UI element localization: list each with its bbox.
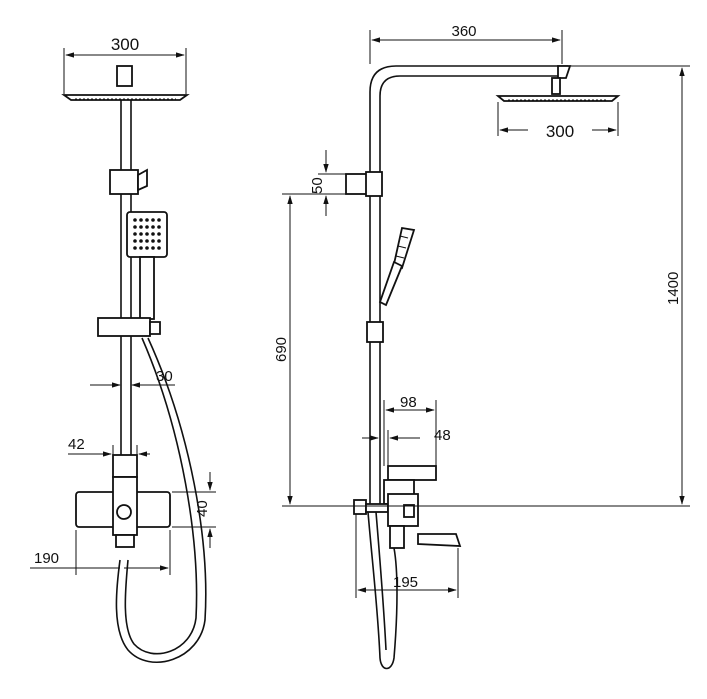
front-rail — [120, 100, 132, 475]
nozzle-dot — [145, 225, 149, 229]
side-dim-head-width: 300 — [497, 102, 619, 141]
dim-side-valve-offset: 48 — [434, 427, 451, 444]
front-dim-mixer-height: 40 — [172, 472, 216, 548]
dim-side-arm: 360 — [451, 23, 476, 40]
dim-side-head-width: 300 — [546, 122, 574, 141]
nozzle-dot — [151, 246, 155, 250]
nozzle-dot — [145, 246, 149, 250]
nozzle-dot — [139, 218, 143, 222]
nozzle-dot — [139, 239, 143, 243]
nozzle-dot — [139, 246, 143, 250]
side-slider — [366, 321, 384, 343]
front-dim-mixer-depth: 42 — [68, 436, 150, 457]
side-dim-spout: 195 — [355, 514, 459, 598]
nozzle-dot — [139, 225, 143, 229]
front-dim-bar: 30 — [90, 368, 175, 388]
nozzle-dot — [139, 232, 143, 236]
dim-front-bar-width: 30 — [156, 368, 173, 385]
side-rain-head — [495, 77, 621, 102]
nozzle-dot — [145, 239, 149, 243]
front-hose — [115, 337, 207, 664]
dim-side-spout: 195 — [393, 574, 418, 591]
side-dim-arm: 360 — [369, 23, 563, 64]
front-view: 300 30 42 40 1 — [30, 35, 216, 664]
nozzle-dot — [157, 225, 161, 229]
nozzle-dot — [157, 218, 161, 222]
front-hand-holder — [97, 317, 161, 337]
nozzle-dot — [133, 225, 137, 229]
nozzle-dot — [145, 218, 149, 222]
side-mixer — [353, 465, 462, 549]
front-rain-head — [61, 65, 190, 101]
front-hand-shower — [126, 211, 168, 320]
side-rail-arm — [369, 65, 572, 505]
nozzle-dot — [151, 225, 155, 229]
dim-side-mixer-height: 690 — [273, 337, 290, 362]
nozzle-dot — [133, 232, 137, 236]
front-dim-head-width: 300 — [63, 35, 187, 94]
nozzle-dot — [133, 218, 137, 222]
side-dim-bracket: 50 — [309, 150, 346, 216]
front-dim-spout: 190 — [30, 530, 171, 575]
nozzle-dot — [157, 246, 161, 250]
side-wall-bracket — [345, 171, 383, 197]
side-view: 360 300 50 690 1400 — [273, 23, 690, 670]
side-dim-valve-offset: 48 — [362, 427, 451, 466]
side-hand-shower — [378, 226, 416, 307]
nozzle-dot — [157, 239, 161, 243]
nozzle-dot — [151, 218, 155, 222]
side-dim-total-height: 1400 — [570, 65, 690, 505]
dim-front-mixer-height: 40 — [194, 500, 211, 517]
dim-front-spout: 190 — [34, 550, 59, 567]
dim-side-total-height: 1400 — [665, 272, 682, 305]
front-upper-clamp — [109, 168, 148, 195]
dim-front-mixer-depth: 42 — [68, 436, 85, 453]
nozzle-dot — [145, 232, 149, 236]
nozzle-dot — [133, 246, 137, 250]
dim-side-valve-width: 98 — [400, 394, 417, 411]
nozzle-dot — [157, 232, 161, 236]
side-dim-mixer-height: 690 — [273, 193, 344, 505]
dim-side-bracket: 50 — [309, 177, 326, 194]
dim-front-head-width: 300 — [111, 35, 139, 54]
nozzle-dot — [151, 232, 155, 236]
front-mixer — [75, 454, 171, 548]
nozzle-dot — [151, 239, 155, 243]
side-dim-valve-width: 98 — [383, 394, 437, 466]
nozzle-dot — [133, 239, 137, 243]
